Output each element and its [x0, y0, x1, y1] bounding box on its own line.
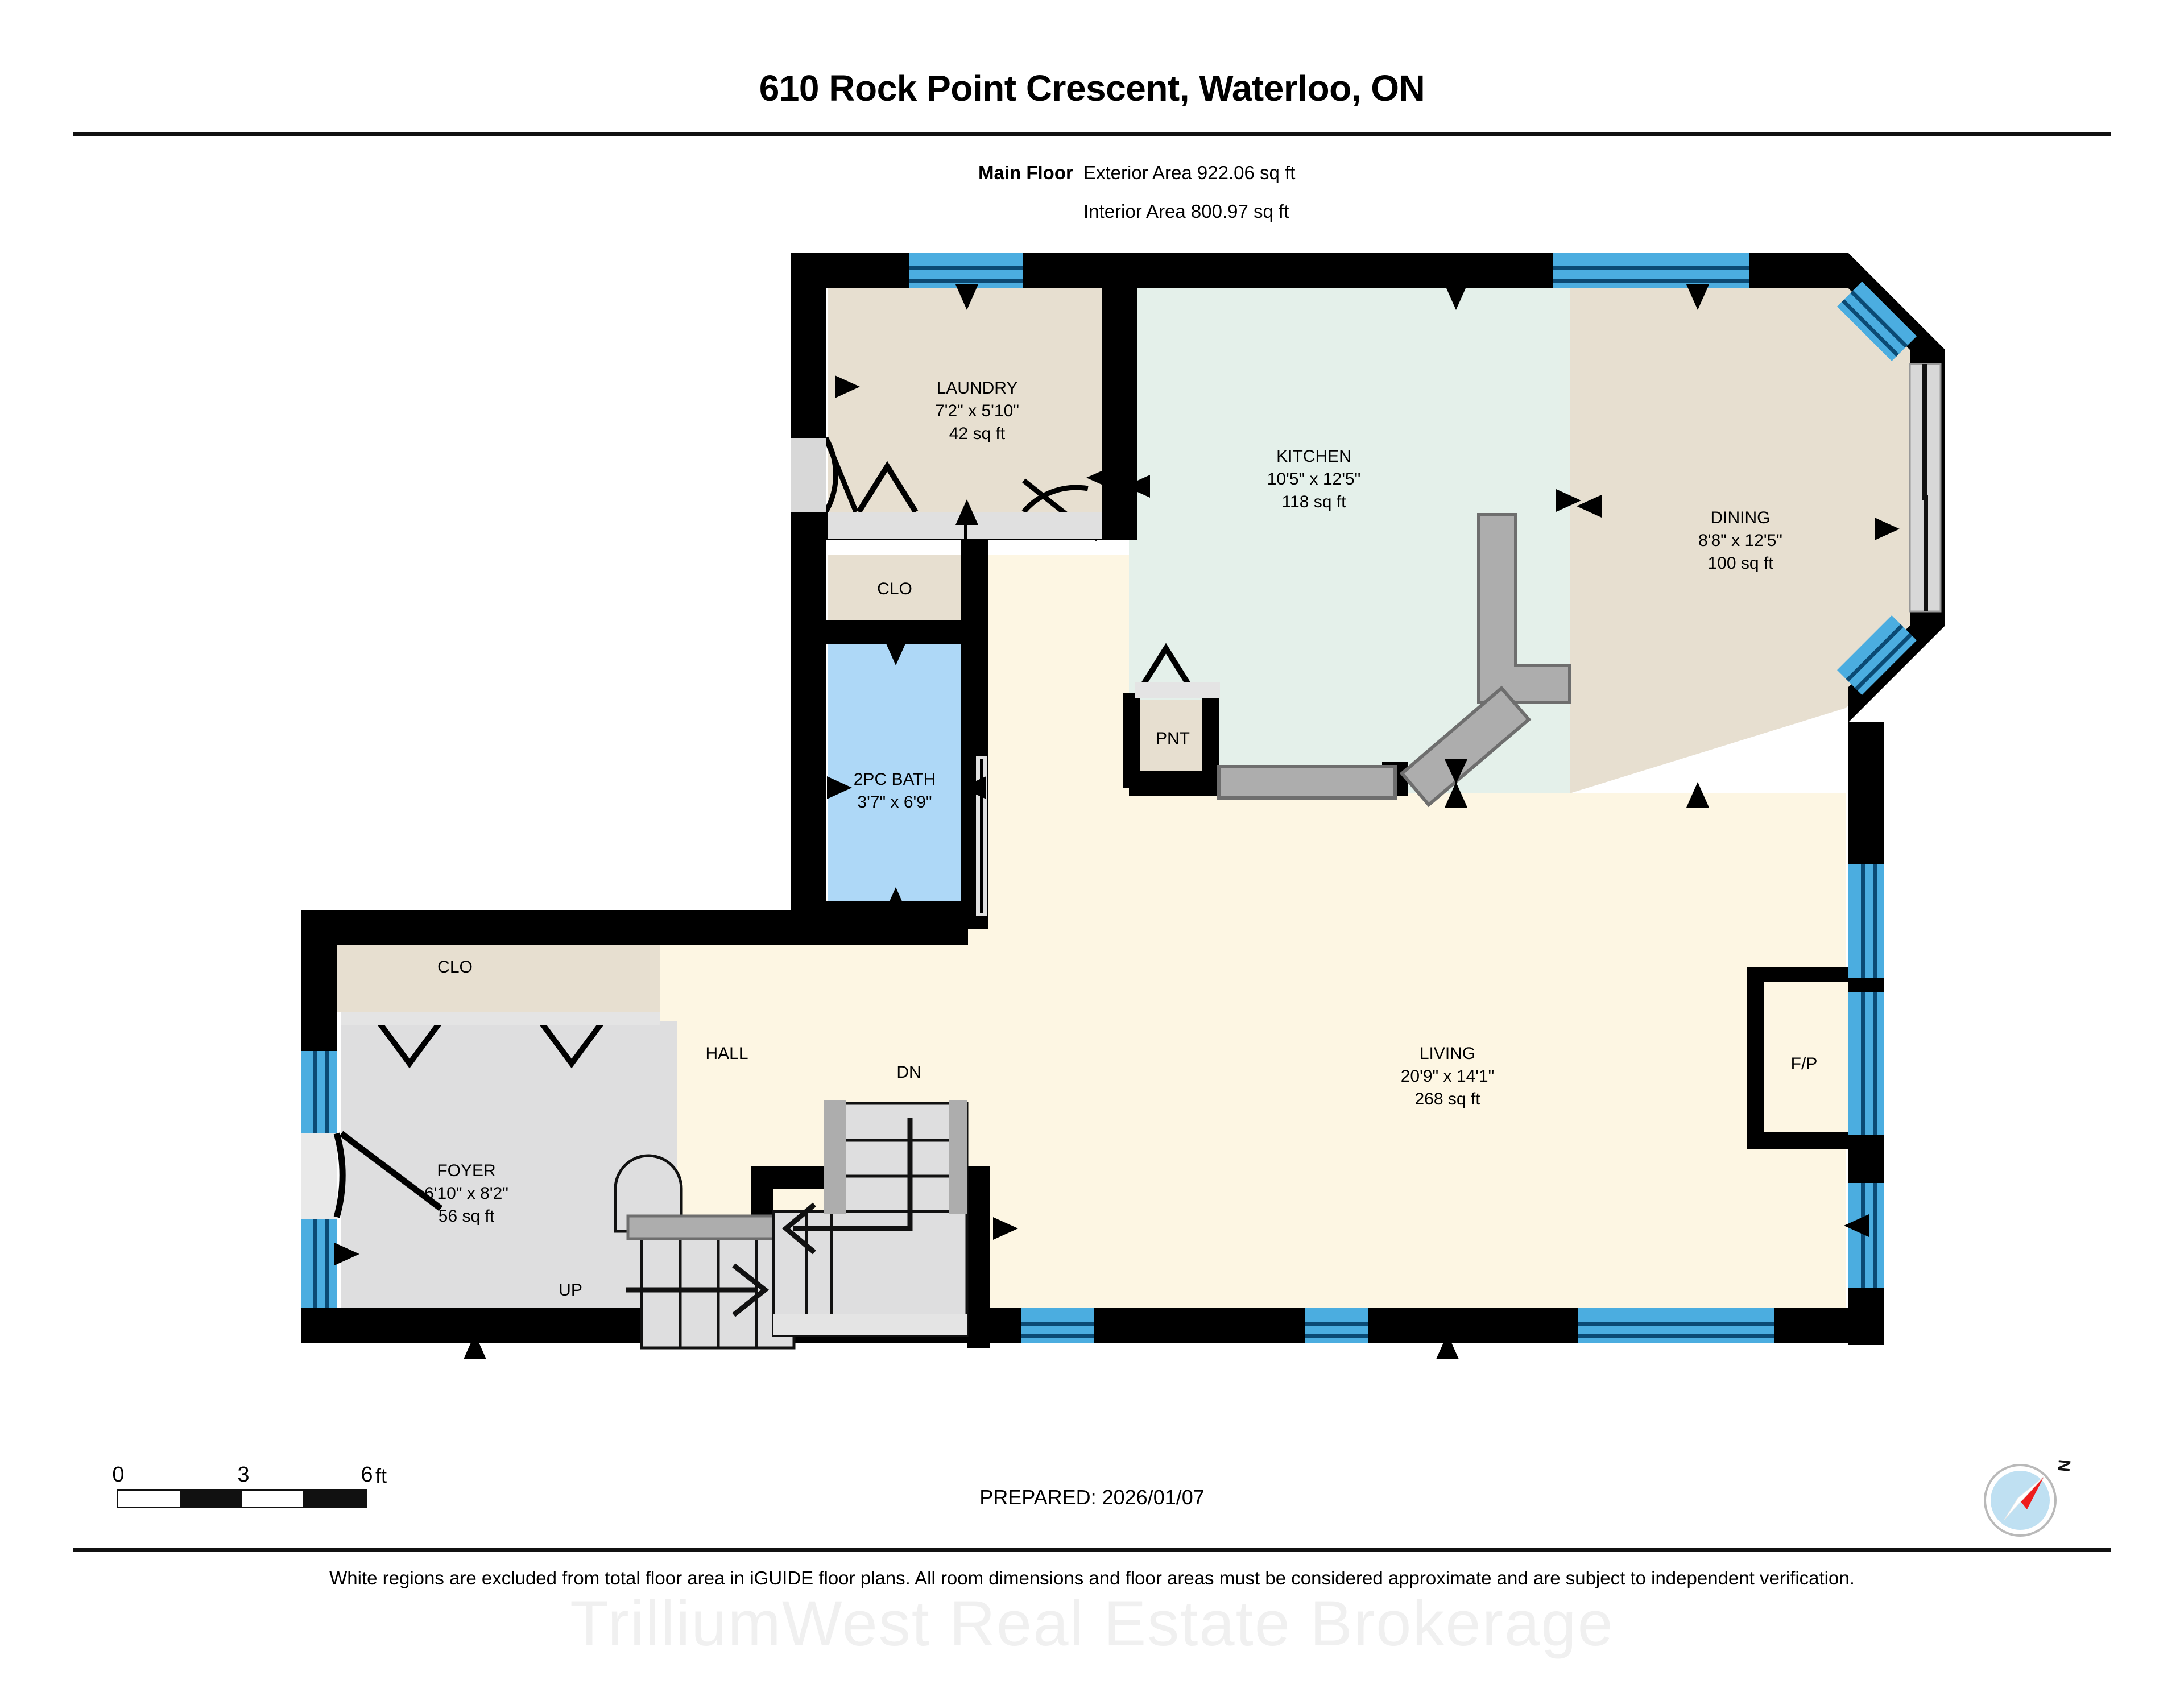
window	[1848, 992, 1884, 1135]
scale-tick-3: 3	[237, 1463, 250, 1487]
room-label-laundry: LAUNDRY 7'2" x 5'10" 42 sq ft	[935, 379, 1019, 443]
window	[1021, 1308, 1094, 1343]
brokerage-watermark: TrilliumWest Real Estate Brokerage	[570, 1588, 1614, 1659]
prepared-date: PREPARED: 2026/01/07	[979, 1486, 1205, 1509]
room-area: 100 sq ft	[1707, 554, 1773, 573]
room-dims: 7'2" x 5'10"	[935, 402, 1019, 420]
window	[1848, 864, 1884, 978]
room-area: 118 sq ft	[1282, 493, 1347, 511]
stairs-down	[772, 1100, 969, 1337]
room-dims: 8'8" x 12'5"	[1698, 531, 1782, 550]
window	[1578, 1308, 1774, 1343]
room-name: FOYER	[437, 1161, 495, 1180]
disclaimer-text: White regions are excluded from total fl…	[329, 1567, 1855, 1588]
room-label-living: LIVING 20'9" x 14'1" 268 sq ft	[1401, 1044, 1495, 1108]
room-area: 56 sq ft	[439, 1207, 495, 1226]
room-label-clo-foyer: CLO	[437, 958, 473, 977]
room-label-clo-top: CLO	[877, 580, 912, 598]
interior-area-value: Interior Area 800.97 sq ft	[1083, 201, 1289, 222]
room-dims: 3'7" x 6'9"	[857, 793, 932, 812]
room-label-hall: HALL	[705, 1044, 748, 1063]
sliding-door	[1909, 363, 1942, 613]
room-name: F/P	[1791, 1054, 1818, 1073]
room-label-foyer: FOYER 6'10" x 8'2" 56 sq ft	[424, 1161, 508, 1226]
room-name: LAUNDRY	[937, 379, 1018, 398]
room-name: 2PC BATH	[854, 770, 936, 789]
scale-unit: ft	[375, 1464, 387, 1487]
room-dims: 10'5" x 12'5"	[1267, 470, 1361, 489]
window	[1553, 253, 1749, 288]
header-divider	[73, 132, 2111, 136]
floor-label: Main Floor	[978, 162, 1073, 183]
window	[909, 253, 1023, 288]
room-label-dining: DINING 8'8" x 12'5" 100 sq ft	[1698, 508, 1782, 573]
room-name: CLO	[437, 958, 473, 977]
room-name: LIVING	[1420, 1044, 1475, 1063]
room-label-bath: 2PC BATH 3'7" x 6'9"	[854, 770, 936, 812]
room-label-fireplace: F/P	[1791, 1054, 1818, 1073]
room-dims: 6'10" x 8'2"	[424, 1184, 508, 1203]
room-name: HALL	[705, 1044, 748, 1063]
stairs-up	[614, 1154, 796, 1350]
scale-tick-0: 0	[112, 1463, 125, 1487]
room-label-kitchen: KITCHEN 10'5" x 12'5" 118 sq ft	[1267, 447, 1361, 511]
scale-bar: 0 3 6 ft	[112, 1463, 387, 1508]
room-area: 42 sq ft	[949, 424, 1006, 443]
stairs-down-label: DN	[896, 1063, 921, 1082]
window	[301, 1051, 337, 1133]
compass-rose: N	[1969, 1439, 2077, 1547]
room-name: CLO	[877, 580, 912, 598]
window	[1305, 1308, 1368, 1343]
floor-area-summary: Main Floor Exterior Area 922.06 sq ft Int…	[978, 154, 1295, 231]
room-name: DINING	[1711, 508, 1771, 527]
compass-north-label: N	[2054, 1458, 2074, 1472]
scale-tick-6: 6	[361, 1463, 373, 1487]
room-label-pantry: PNT	[1156, 729, 1190, 748]
window	[1836, 615, 1917, 696]
page-title: 610 Rock Point Crescent, Waterloo, ON	[759, 68, 1425, 109]
footer-divider	[73, 1548, 2111, 1552]
exterior-area-value: Exterior Area 922.06 sq ft	[1083, 162, 1296, 183]
window	[1836, 281, 1917, 362]
window	[301, 1217, 337, 1308]
room-name: KITCHEN	[1276, 447, 1351, 466]
scale-bar-graphic	[117, 1489, 367, 1508]
room-dims: 20'9" x 14'1"	[1401, 1067, 1495, 1086]
stairs-up-label: UP	[559, 1281, 582, 1300]
room-area: 268 sq ft	[1414, 1090, 1480, 1108]
room-name: PNT	[1156, 729, 1190, 748]
kitchen-counter	[1217, 513, 1571, 808]
dimension-arrows	[334, 284, 1900, 1359]
